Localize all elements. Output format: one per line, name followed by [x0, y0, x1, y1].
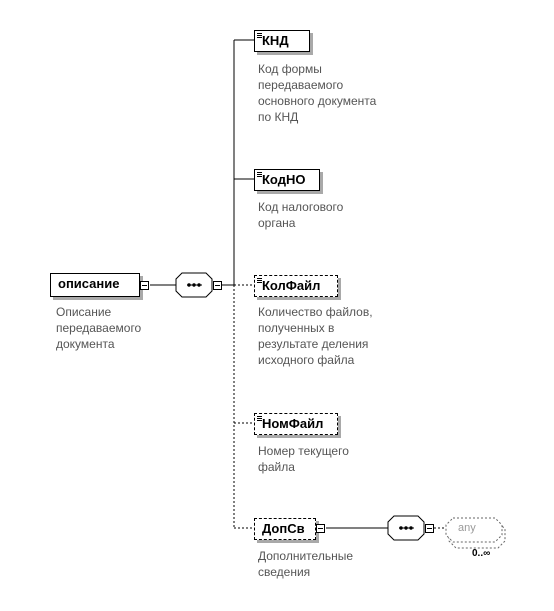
- root-element-label: описание: [58, 276, 120, 291]
- element-bars-icon: [257, 416, 262, 422]
- sequence-collapse-icon-2[interactable]: [425, 524, 434, 533]
- element-bars-icon: [257, 33, 262, 39]
- any-element-icon: [445, 517, 503, 543]
- root-element-box[interactable]: описание: [50, 273, 140, 297]
- element-kolfajl-description: Количество файлов, полученных в результа…: [258, 305, 373, 367]
- element-nomfajl-description: Номер текущего файла: [258, 444, 349, 474]
- any-element-label: any: [458, 522, 476, 534]
- root-description: Описание передаваемого документа: [56, 305, 142, 351]
- element-bars-icon: [257, 172, 262, 178]
- element-kodno-description: Код налогового органа: [258, 200, 344, 230]
- root-collapse-icon[interactable]: [140, 281, 149, 290]
- element-knd-label: КНД: [262, 33, 289, 48]
- element-bars-icon: [257, 278, 262, 284]
- element-nomfajl[interactable]: НомФайл: [254, 413, 338, 435]
- element-nomfajl-label: НомФайл: [262, 416, 324, 431]
- element-dopsv[interactable]: ДопСв: [254, 518, 316, 540]
- element-kolfajl-label: КолФайл: [262, 278, 321, 293]
- any-occurrence-label: 0..∞: [472, 548, 491, 559]
- element-knd-description: Код формы передаваемого основного докуме…: [258, 62, 377, 124]
- element-dopsv-description: Дополнительные сведения: [258, 549, 353, 579]
- element-kodno[interactable]: КодНО: [254, 169, 320, 191]
- element-kolfajl[interactable]: КолФайл: [254, 275, 338, 297]
- element-knd[interactable]: КНД: [254, 30, 310, 52]
- sequence-collapse-icon[interactable]: [213, 281, 222, 290]
- dopsv-collapse-icon[interactable]: [316, 524, 325, 533]
- element-kodno-label: КодНО: [262, 172, 306, 187]
- element-dopsv-label: ДопСв: [262, 521, 305, 536]
